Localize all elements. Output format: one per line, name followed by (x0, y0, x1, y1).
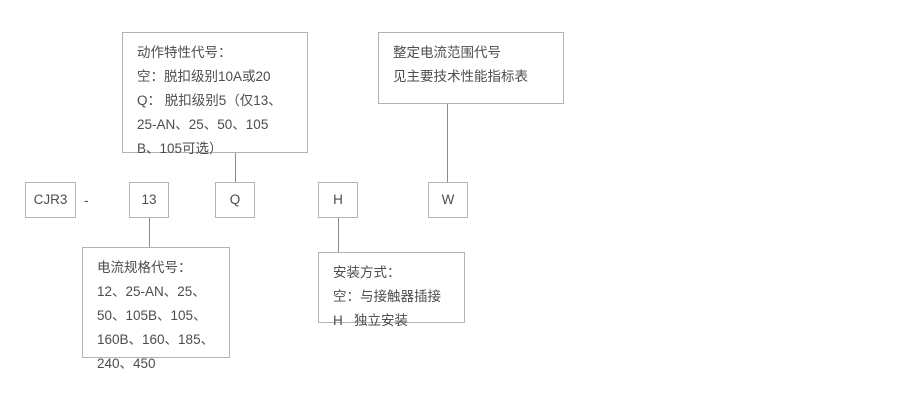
connector-trip-characteristic-to-q (235, 153, 236, 182)
code-box-trip-characteristic[interactable]: Q (215, 182, 255, 218)
code-box-setting-range[interactable]: W (428, 182, 468, 218)
note-current-rating: 电流规格代号： 12、25-AN、25、 50、105B、105、 160B、1… (82, 247, 230, 371)
connector-setting-range-to-w (447, 104, 448, 182)
code-box-series[interactable]: CJR3 (25, 182, 76, 218)
code-separator-hyphen: - (84, 193, 89, 208)
connector-mounting-to-note (338, 218, 339, 252)
note-mounting-method: 安装方式： 空：与接触器插接 H 独立安装 (318, 252, 465, 328)
note-setting-current-range: 整定电流范围代号 见主要技术性能指标表 (378, 32, 564, 104)
note-trip-characteristic: 动作特性代号： 空：脱扣级别10A或20 Q： 脱扣级别5（仅13、 25-AN… (122, 32, 308, 156)
code-box-mounting[interactable]: H (318, 182, 358, 218)
connector-current-to-note (149, 218, 150, 247)
code-box-current-rating[interactable]: 13 (129, 182, 169, 218)
